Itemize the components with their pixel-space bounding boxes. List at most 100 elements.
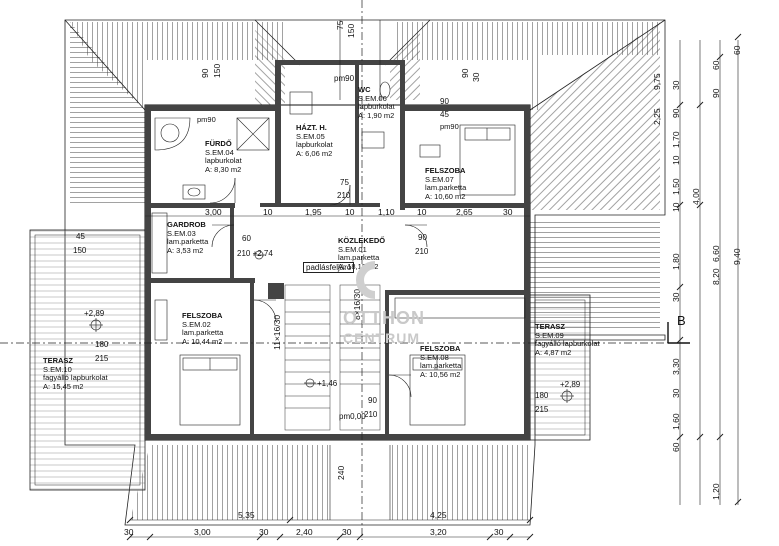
room-label-pm-felszoba07: pm90 — [440, 122, 459, 131]
stairs — [284, 284, 381, 431]
level-markers — [89, 250, 574, 403]
door-dim: 215 — [535, 405, 549, 414]
door-dim: 150 — [73, 246, 87, 255]
terrace-right — [529, 294, 591, 441]
room-finish: lam.parketta — [167, 237, 209, 246]
level-label: +2,89 — [84, 309, 105, 318]
room-finish: fagyálló lapburkolat — [43, 373, 108, 382]
dim-top: 2,65 — [456, 207, 473, 217]
room-name: TERASZ — [535, 322, 565, 331]
room-code: S.EM.10 — [43, 364, 72, 374]
door-dim: 215 — [95, 354, 109, 363]
door-dim: 210 — [337, 191, 351, 200]
dimension-ticks — [126, 33, 742, 541]
room-code: S.EM.01 — [338, 244, 367, 254]
section-marker-b — [667, 322, 690, 344]
dim-bottom: 30 — [342, 527, 352, 537]
room-area: A: 10,44 m2 — [182, 336, 223, 346]
room-code: S.EM.03 — [167, 228, 196, 238]
level-label: 210 +2,74 — [237, 249, 273, 258]
stair-opening-dim: 240 — [336, 465, 346, 480]
dim-top-vert: 90 — [200, 68, 210, 78]
room-area: A: 15,45 m2 — [43, 381, 84, 391]
attic-hatch-label: padlásfeljáró — [303, 262, 355, 273]
room-felszoba08: FELSZOBA S.EM.08 lam.parketta A: 10,56 m… — [420, 344, 461, 379]
door-dim: 180 — [95, 340, 109, 349]
dim-right: 90 — [671, 108, 681, 118]
section-b-label: B — [677, 313, 686, 328]
dim-right: 1,70 — [671, 131, 681, 148]
dim-right-3: 6,60 — [711, 245, 721, 262]
dim-right-3: 1,20 — [711, 483, 721, 500]
dim-right: 1,80 — [671, 253, 681, 270]
furniture — [151, 81, 526, 426]
dim-top: 30 — [503, 207, 513, 217]
dim-right: 30 — [671, 292, 681, 302]
level-label: +2,89 — [560, 380, 581, 389]
dim-right-4: 60 — [732, 45, 742, 55]
room-felszoba07: FELSZOBA S.EM.07 lam.parketta A: 10,60 m… — [425, 166, 467, 201]
room-name: WC — [358, 85, 371, 94]
dim-bottom: 3,20 — [430, 527, 447, 537]
dim-right-2: 4,00 — [691, 188, 701, 205]
doors — [209, 177, 428, 398]
dim-right-4: 9,40 — [732, 248, 742, 265]
dim-top: 1,10 — [378, 207, 395, 217]
room-area: A: 18,12 m2 — [338, 261, 379, 271]
door-dim: 210 — [364, 410, 378, 419]
room-name: KÖZLEKEDŐ — [338, 236, 386, 245]
dim-top-vert: 150 — [346, 23, 356, 38]
room-hazt: HÁZT. H. S.EM.05 lapburkolat A: 6,06 m2 — [296, 123, 333, 158]
dim-top-vert: 90 — [460, 68, 470, 78]
door-dim: 210 — [415, 247, 429, 256]
dim-bottom: 4,25 — [430, 510, 447, 520]
dim-right-3: 90 — [711, 88, 721, 98]
dim-bottom: 5,35 — [238, 510, 255, 520]
pm-label: pm90 — [334, 74, 355, 83]
door-dim: 90 — [440, 97, 449, 106]
door-dim: 45 — [76, 232, 85, 241]
dim-right: 30 — [671, 80, 681, 90]
terrace-left — [29, 229, 146, 491]
door-dim: 45 — [440, 110, 449, 119]
dim-right-3: 8,20 — [711, 268, 721, 285]
room-finish: lam.parketta — [182, 328, 224, 337]
room-area: A: 10,56 m2 — [420, 369, 461, 379]
watermark-logo-icon — [356, 261, 376, 299]
room-finish: fagyálló lapburkolat — [535, 339, 600, 348]
room-gardrob: GARDROB S.EM.03 lam.parketta A: 3,53 m2 — [167, 220, 209, 255]
dim-top: 10 — [417, 207, 427, 217]
dim-top: 10 — [345, 207, 355, 217]
dim-bottom: 2,40 — [296, 527, 313, 537]
door-dim: 75 — [340, 178, 349, 187]
dim-top-vert: 75 — [335, 20, 345, 30]
door-dim: 90 — [418, 233, 427, 242]
dim-right: 30 — [671, 388, 681, 398]
room-area: A: 6,06 m2 — [296, 148, 333, 158]
room-code: S.EM.09 — [535, 330, 564, 340]
dim-right: 60 — [671, 442, 681, 452]
level-label: +1,46 — [317, 379, 338, 388]
room-terasz09: TERASZ S.EM.09 fagyálló lapburkolat A: 4… — [535, 322, 600, 357]
dim-bottom: 3,00 — [194, 527, 211, 537]
room-name: TERASZ — [43, 356, 73, 365]
dim-right: 10 — [671, 202, 681, 212]
room-name: FÜRDŐ — [205, 139, 232, 148]
watermark-line2: CENTRUM — [343, 330, 420, 346]
dimension-lines — [130, 20, 739, 538]
dim-top: 1,95 — [305, 207, 322, 217]
dim-right-3: 60 — [711, 60, 721, 70]
room-finish: lam.parketta — [425, 183, 467, 192]
room-name: GARDROB — [167, 220, 206, 229]
room-finish: lam.parketta — [338, 253, 380, 262]
room-area: A: 4,87 m2 — [535, 347, 572, 357]
room-area: A: 10,60 m2 — [425, 191, 466, 201]
room-name: FELSZOBA — [425, 166, 466, 175]
room-area: A: 8,30 m2 — [205, 164, 242, 174]
dim-top: 3,00 — [205, 207, 222, 217]
dim-right: 1,50 — [671, 178, 681, 195]
dim-bottom: 30 — [494, 527, 504, 537]
dim-top-vert: 150 — [212, 63, 222, 78]
dim-bottom: 30 — [124, 527, 134, 537]
